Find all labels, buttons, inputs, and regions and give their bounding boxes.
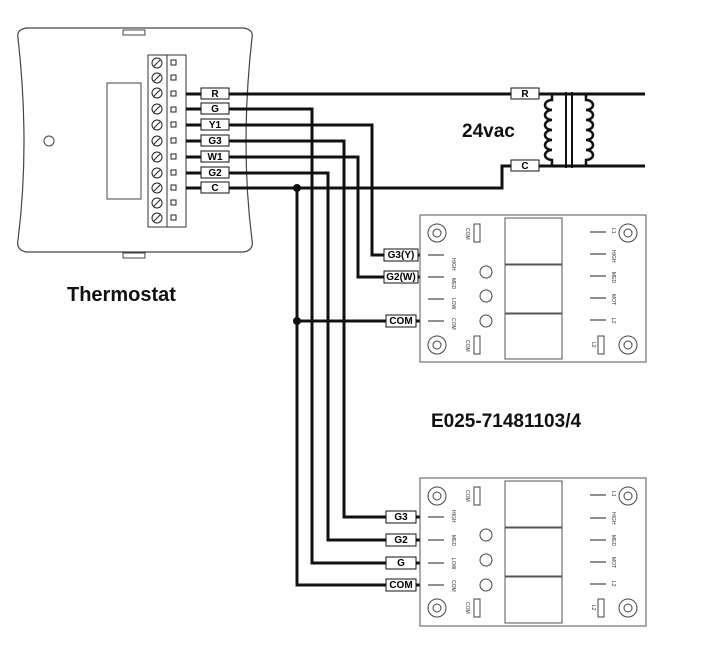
junction-dot <box>293 317 301 325</box>
pin-mot: MOT <box>610 294 616 305</box>
thermostat-bottom-slot <box>122 252 146 259</box>
pin-high: HIGH <box>450 258 456 271</box>
wire-g2 <box>186 171 420 542</box>
pin-low: LOW <box>450 298 456 310</box>
label-g3: G3 <box>208 136 222 147</box>
top-input-g3y: G3(Y) <box>388 250 415 261</box>
board-model-number: E025-71481103/4 <box>431 411 581 432</box>
pin-l2: L2 <box>590 605 596 611</box>
pin-com: COM <box>450 318 456 330</box>
pin-low: LOW <box>450 558 456 570</box>
bottom-input-g3: G3 <box>394 512 408 523</box>
wire-c <box>186 164 645 190</box>
pin-l2: L2 <box>610 318 616 324</box>
transformer: R C 24vac <box>462 87 595 172</box>
wires <box>186 92 645 587</box>
relay-board-bottom: HIGH MED LOW COM COM COM L1 HIGH MED MOT… <box>385 477 647 627</box>
terminal-screws <box>151 57 177 224</box>
thermostat-wire-labels: R G Y1 G3 W1 G2 C <box>200 87 230 194</box>
transformer-coil-left <box>543 94 554 166</box>
pin-com: COM <box>450 580 456 592</box>
relay-board-top: HIGH MED LOW COM COM COM L1 HIGH MED MOT… <box>383 214 647 363</box>
pin-med: MED <box>450 535 456 547</box>
label-g2: G2 <box>208 168 222 179</box>
bottom-input-g: G <box>397 558 405 569</box>
pin-com: COM <box>464 490 470 502</box>
pin-l1: L1 <box>610 228 616 234</box>
pin-com: COM <box>464 228 470 240</box>
pin-high: HIGH <box>610 512 616 525</box>
thermostat-title: Thermostat <box>67 284 176 306</box>
thermostat-display-window <box>106 82 142 200</box>
label-w1: W1 <box>208 152 223 163</box>
pin-med: MED <box>610 535 616 547</box>
top-input-com: COM <box>389 316 412 327</box>
label-c: C <box>211 183 218 194</box>
wire-g <box>186 107 420 565</box>
pin-high: HIGH <box>450 510 456 523</box>
transformer-label-r: R <box>521 89 529 100</box>
transformer-voltage: 24vac <box>462 121 515 142</box>
thermostat: Thermostat <box>17 27 253 306</box>
label-g: G <box>211 104 219 115</box>
thermostat-mount-hole <box>43 135 55 147</box>
label-r: R <box>211 89 219 100</box>
thermostat-top-slot <box>122 29 146 36</box>
pin-l1: L1 <box>610 491 616 497</box>
bottom-input-com: COM <box>389 580 412 591</box>
junction-dot <box>293 184 301 192</box>
wire-g3 <box>186 139 420 519</box>
pin-com: COM <box>464 340 470 352</box>
pin-med: MED <box>450 278 456 290</box>
label-y1: Y1 <box>209 120 222 131</box>
bottom-input-g2: G2 <box>394 535 408 546</box>
transformer-coil-right <box>584 94 595 166</box>
pin-l2: L2 <box>610 581 616 587</box>
pin-high: HIGH <box>610 250 616 263</box>
pin-com: COM <box>464 602 470 614</box>
transformer-label-c: C <box>521 161 528 172</box>
pin-med: MED <box>610 272 616 284</box>
top-input-g2w: G2(W) <box>386 272 415 283</box>
pin-mot: MOT <box>610 557 616 568</box>
pin-l2: L2 <box>590 342 596 348</box>
